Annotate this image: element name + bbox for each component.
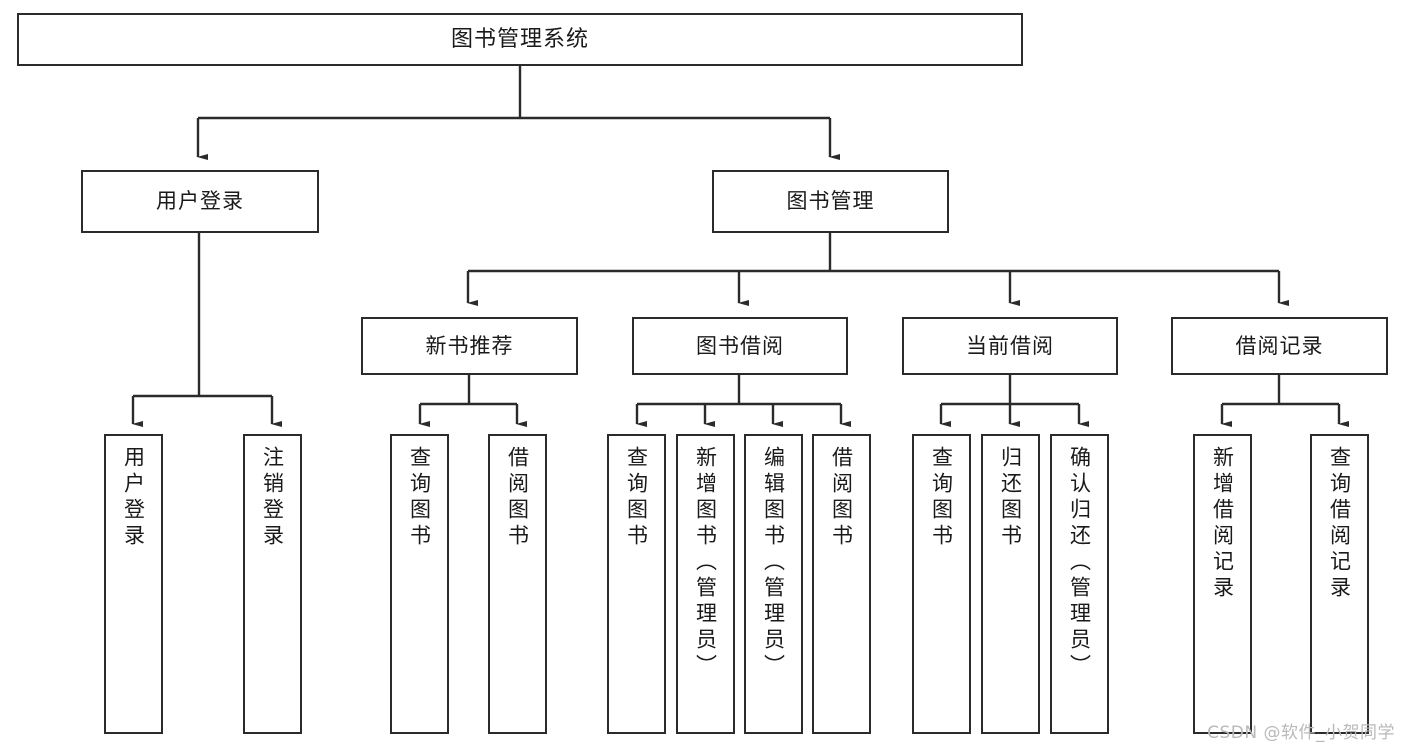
leaf-borrow-book-new-recommend[interactable]: 借阅图书 — [488, 434, 547, 734]
leaf-return-book[interactable]: 归还图书 — [981, 434, 1040, 734]
node-label: 图书借阅 — [696, 333, 784, 358]
node-label: 查询借阅记录 — [1327, 446, 1352, 602]
node-book-management[interactable]: 图书管理 — [712, 170, 949, 233]
csdn-watermark: CSDN @软件_小贺同学 — [1207, 723, 1395, 743]
node-book-borrow[interactable]: 图书借阅 — [632, 317, 848, 375]
leaf-query-borrow-record[interactable]: 查询借阅记录 — [1310, 434, 1369, 734]
leaf-edit-book-admin[interactable]: 编辑图书（管理员） — [744, 434, 803, 734]
node-label: 图书管理系统 — [450, 26, 589, 52]
node-label: 查询图书 — [407, 446, 432, 550]
node-label: 归还图书 — [998, 446, 1023, 550]
node-root-system[interactable]: 图书管理系统 — [17, 13, 1023, 66]
leaf-query-book-current[interactable]: 查询图书 — [912, 434, 971, 734]
node-label: 图书管理 — [786, 189, 875, 214]
leaf-add-book-admin[interactable]: 新增图书（管理员） — [676, 434, 735, 734]
node-label: 编辑图书（管理员） — [761, 446, 786, 680]
node-label: 借阅记录 — [1235, 333, 1324, 358]
leaf-borrow-book[interactable]: 借阅图书 — [812, 434, 871, 734]
leaf-query-book-borrow[interactable]: 查询图书 — [607, 434, 666, 734]
leaf-confirm-return-admin[interactable]: 确认归还（管理员） — [1050, 434, 1109, 734]
node-label: 借阅图书 — [829, 446, 854, 550]
leaf-user-login[interactable]: 用户登录 — [104, 434, 163, 734]
node-label: 用户登录 — [121, 446, 146, 550]
node-label: 当前借阅 — [966, 333, 1054, 358]
node-label: 借阅图书 — [505, 446, 530, 550]
leaf-logout-login[interactable]: 注销登录 — [243, 434, 302, 734]
node-borrow-record[interactable]: 借阅记录 — [1171, 317, 1388, 375]
node-label: 注销登录 — [260, 446, 285, 550]
leaf-add-borrow-record[interactable]: 新增借阅记录 — [1193, 434, 1252, 734]
node-label: 新书推荐 — [425, 333, 514, 358]
node-label: 查询图书 — [929, 446, 954, 550]
node-label: 查询图书 — [624, 446, 649, 550]
node-label: 新增图书（管理员） — [693, 446, 718, 680]
node-new-book-recommend[interactable]: 新书推荐 — [361, 317, 578, 375]
leaf-query-book-new-recommend[interactable]: 查询图书 — [390, 434, 449, 734]
node-user-login[interactable]: 用户登录 — [81, 170, 319, 233]
node-label: 新增借阅记录 — [1210, 446, 1235, 602]
node-current-borrow[interactable]: 当前借阅 — [902, 317, 1118, 375]
node-label: 确认归还（管理员） — [1067, 446, 1092, 680]
node-label: 用户登录 — [156, 189, 244, 214]
